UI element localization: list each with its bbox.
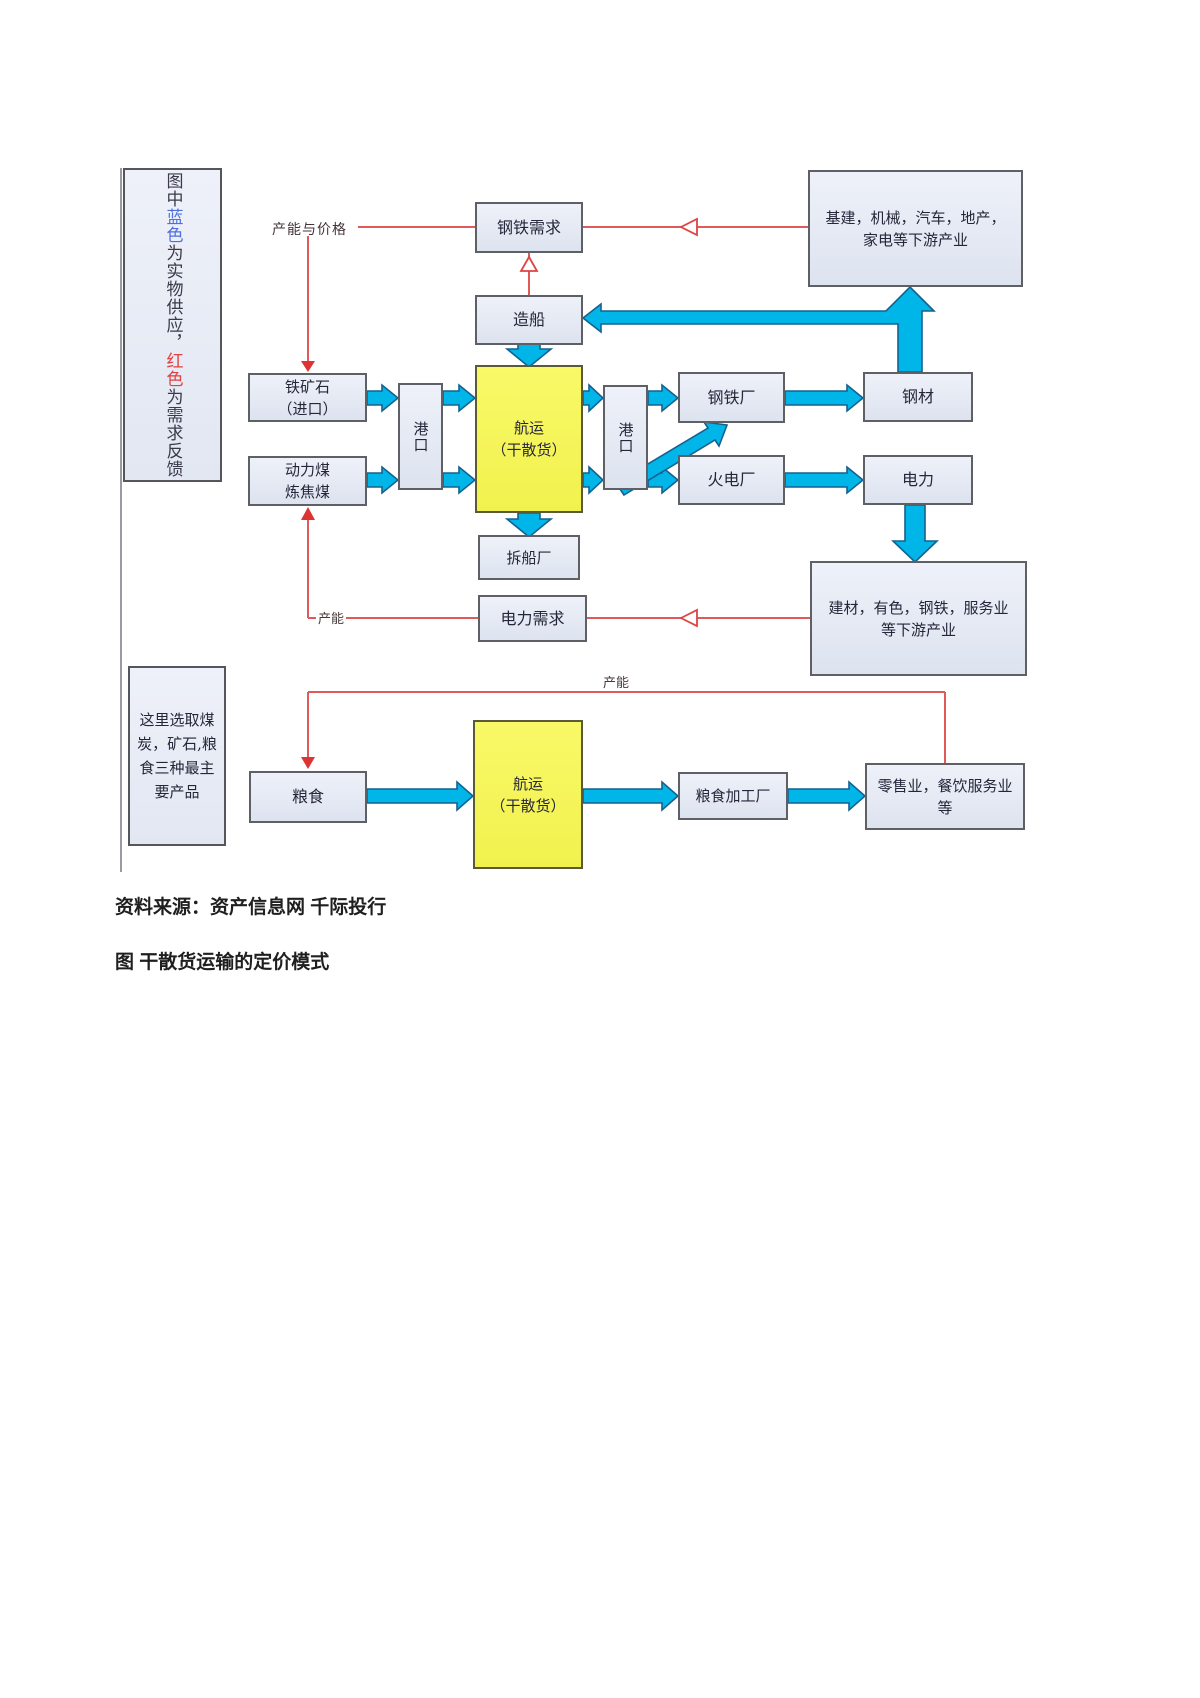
power-demand-box: 电力需求 [478, 595, 587, 642]
shipping-drybulk-box-bottom: 航运 （干散货） [473, 720, 583, 869]
supply-arrow-port1-shipping-bottom [442, 465, 477, 495]
shipbuilding-box: 造船 [475, 295, 583, 345]
supply-arrow-shipping-port2-bottom [582, 465, 605, 495]
grain-processing-box: 粮食加工厂 [678, 772, 788, 820]
ship-breaking-box: 拆船厂 [478, 535, 580, 580]
shipping-drybulk-box-top: 航运 （干散货） [475, 365, 583, 513]
supply-arrow-ironore-port1 [366, 383, 400, 413]
legend-note-bottom: 这里选取煤炭，矿石,粮食三种最主要产品 [128, 666, 226, 846]
legend-note-top: 图中蓝色为实物供应，红色为需求反馈 [123, 168, 222, 482]
figure-caption: 图 干散货运输的定价模式 [115, 952, 330, 973]
demand-arrowhead-ironore [301, 361, 315, 372]
supply-arrow-port2-steelmill [647, 383, 680, 413]
supply-arrow-port1-shipping-top [442, 383, 477, 413]
label-capacity-and-price: 产能与价格 [272, 222, 347, 238]
port2-box: 港口 [603, 385, 648, 490]
grain-box: 粮食 [249, 771, 367, 823]
supply-arrow-steel-downstream-and-shipbuilding [581, 285, 936, 373]
steel-product-box: 钢材 [863, 372, 973, 422]
coal-box: 动力煤 炼焦煤 [248, 456, 367, 506]
thermal-power-plant-box: 火电厂 [678, 455, 785, 505]
supply-arrow-steelmill-steel [784, 383, 865, 413]
supply-arrow-thermal-electricity [784, 465, 865, 495]
supply-arrow-electricity-downstreammid [891, 504, 939, 564]
demand-openarrow-powerdemand [678, 608, 698, 628]
legend-note-bottom-text: 这里选取煤炭，矿石,粮食三种最主要产品 [137, 711, 217, 801]
iron-ore-box: 铁矿石 （进口） [248, 373, 367, 422]
supply-arrow-shipping-port2-top [582, 383, 605, 413]
legend-note-top-text: 图中蓝色为实物供应，红色为需求反馈 [162, 172, 183, 478]
supply-arrow-grainprocessing-retail [787, 780, 867, 812]
steel-mill-box: 钢铁厂 [678, 372, 785, 423]
downstream-industries-top-box: 基建，机械，汽车，地产， 家电等下游产业 [808, 170, 1023, 287]
label-capacity-mid: 产能 [316, 608, 347, 627]
retail-catering-box: 零售业，餐饮服务业 等 [865, 763, 1025, 830]
supply-arrow-shipping2-grainprocessing [582, 780, 680, 812]
demand-openarrow-shipbuilding [519, 255, 539, 272]
downstream-industries-mid-box: 建材，有色，钢铁，服务业 等下游产业 [810, 561, 1027, 676]
demand-arrowhead-grain [301, 757, 315, 769]
connector-layer [301, 217, 946, 812]
legend-frame-line [120, 168, 122, 872]
demand-arrowhead-coal [301, 507, 315, 520]
source-caption: 资料来源：资产信息网 千际投行 [115, 897, 387, 918]
steel-demand-box: 钢铁需求 [475, 202, 583, 253]
supply-arrow-shipping-shipbreaking [504, 512, 554, 539]
supply-arrow-coal-port1 [366, 465, 400, 495]
label-capacity-low: 产能 [601, 672, 632, 691]
supply-arrow-grain-shipping2 [366, 780, 475, 812]
supply-arrow-shipbuilding-shipping [504, 343, 554, 369]
demand-openarrow-steeldemand [678, 217, 698, 237]
port1-box: 港口 [398, 383, 443, 490]
electricity-box: 电力 [863, 455, 973, 505]
